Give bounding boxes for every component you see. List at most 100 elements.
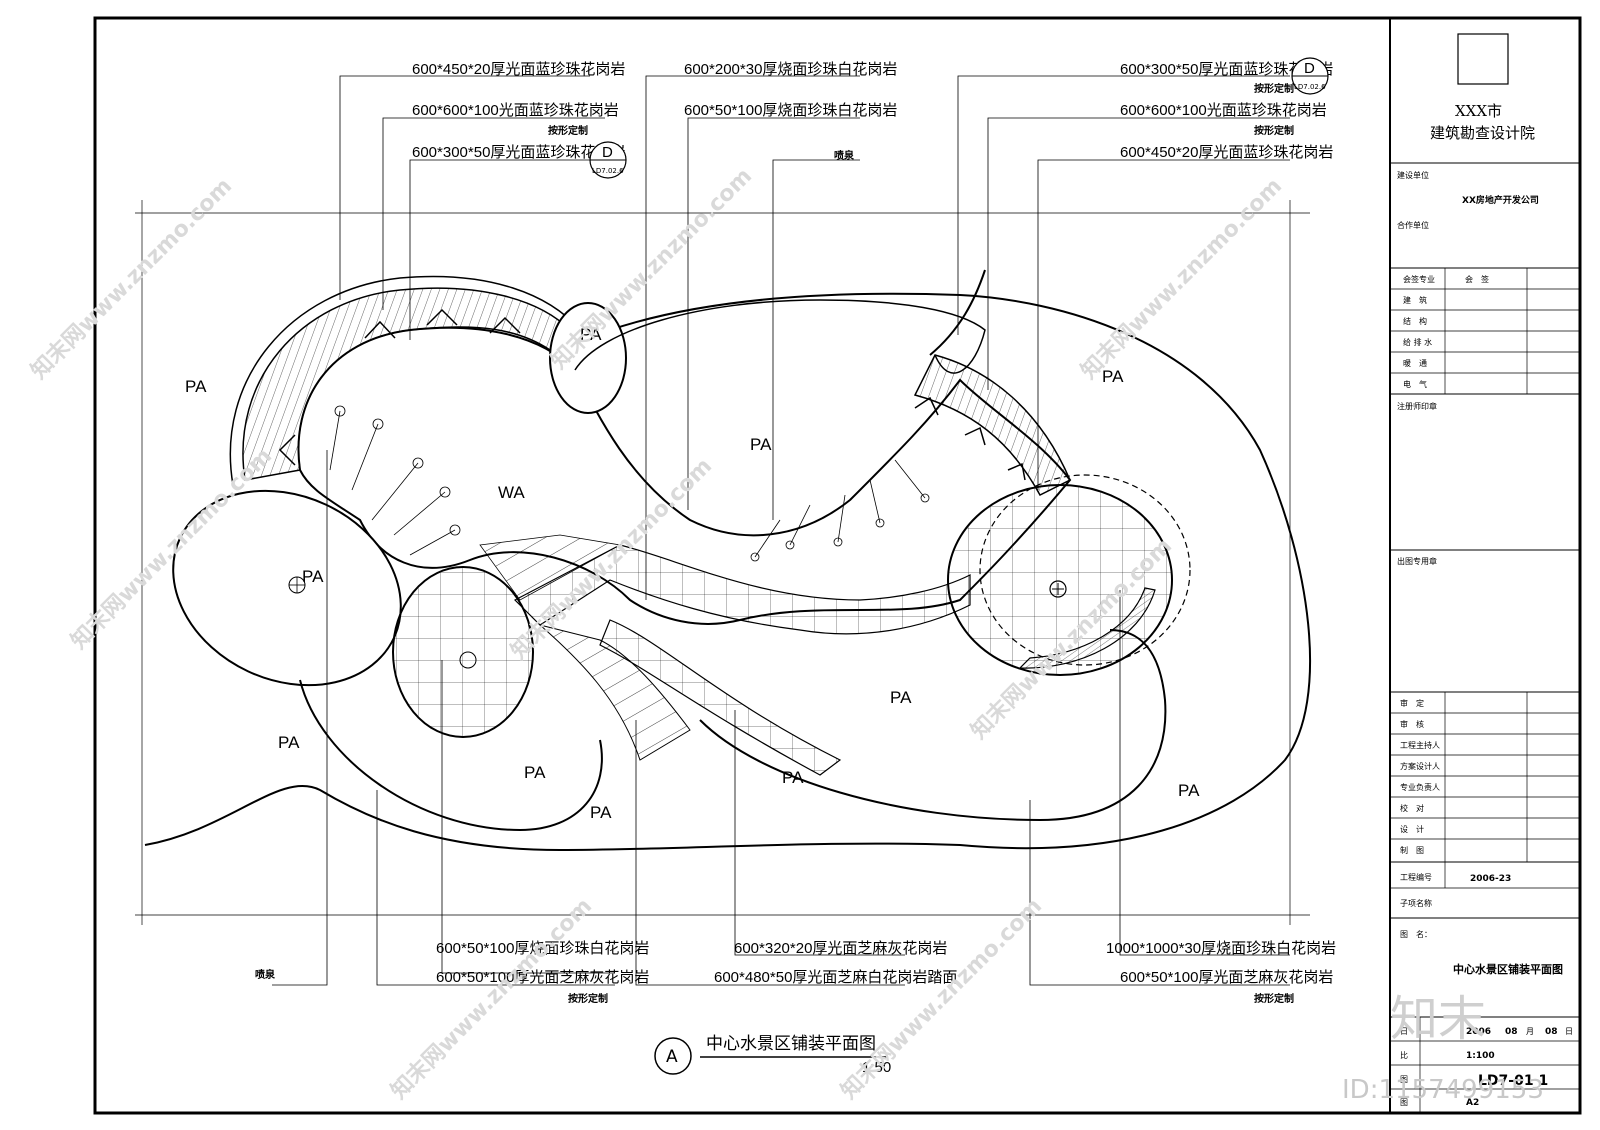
- scale-value: 1:100: [1466, 1051, 1495, 1061]
- outer-boundary: [144, 292, 1312, 852]
- svg-text:LD7.02.6: LD7.02.6: [592, 167, 624, 175]
- zone-label: PA: [1102, 367, 1124, 386]
- detail-tag-right: D LD7.02.6: [1291, 57, 1329, 95]
- role-row: 方案设计人: [1400, 761, 1440, 771]
- client-value: XX房地产开发公司: [1462, 194, 1539, 206]
- client-label: 建设单位: [1397, 170, 1429, 180]
- note-br-1: 1000*1000*30厚烧面珍珠白花岗岩: [1106, 940, 1336, 957]
- note-tr-2: 按形定制: [1254, 82, 1294, 95]
- sub-item-label: 子项名称: [1400, 898, 1432, 908]
- drawing-name-label: 图 名：: [1400, 929, 1432, 939]
- title-block: [1389, 18, 1580, 1113]
- leader-lines: [272, 75, 1290, 986]
- drawing-name-value: 中心水景区铺装平面图: [1453, 962, 1563, 976]
- note-br-3: 按形定制: [1254, 992, 1294, 1005]
- note-tc-2: 600*50*100厚烧面珍珠白花岗岩: [684, 102, 897, 119]
- zone-label: PA: [590, 803, 612, 822]
- fountain-jets: [329, 405, 930, 562]
- note-tr-1: 600*300*50厚光面蓝珍珠花岗岩: [1120, 61, 1333, 78]
- zone-label: PA: [782, 768, 804, 787]
- date-year: 2006: [1466, 1027, 1491, 1037]
- plan-title-name: 中心水景区铺装平面图: [706, 1034, 876, 1054]
- role-row: 制 图: [1400, 845, 1424, 855]
- project-no-value: 2006-23: [1470, 874, 1511, 884]
- date-day: 08: [1545, 1027, 1558, 1037]
- left-plaza: [172, 489, 402, 687]
- role-row: 校 对: [1400, 803, 1424, 813]
- svg-text:知末网www.znzmo.com: 知末网www.znzmo.com: [386, 893, 597, 1104]
- sheet-border: [93, 16, 1582, 1115]
- small-top-plaza: [549, 302, 627, 414]
- discipline-row: 暖 通: [1403, 358, 1427, 368]
- note-bl-4: 喷泉: [255, 968, 276, 981]
- svg-text:ID:1157499153: ID:1157499153: [1342, 1075, 1544, 1105]
- zone-label: PA: [890, 688, 912, 707]
- zone-label: PA: [750, 435, 772, 454]
- role-row: 审 定: [1400, 698, 1424, 708]
- sign-header: 会签专业: [1403, 274, 1435, 284]
- note-bc-1: 600*320*20厚光面芝麻灰花岗岩: [734, 940, 947, 957]
- plan-title: A 中心水景区铺装平面图 1:50: [654, 1034, 891, 1076]
- note-tc-3: 喷泉: [834, 149, 855, 162]
- note-tr-3: 600*600*100光面蓝珍珠花岗岩: [1120, 102, 1327, 119]
- note-tl-1: 600*450*20厚光面蓝珍珠花岗岩: [412, 61, 625, 78]
- note-tc-1: 600*200*30厚烧面珍珠白花岗岩: [684, 61, 897, 78]
- date-month-unit: 月: [1526, 1027, 1534, 1036]
- sign-header: 会 签: [1465, 274, 1489, 284]
- note-bl-3: 按形定制: [568, 992, 608, 1005]
- plan-drawing: [135, 200, 1312, 925]
- zone-label: PA: [302, 567, 324, 586]
- sheet-value: LD7-01 1: [1478, 1073, 1548, 1089]
- zone-label: PA: [185, 377, 207, 396]
- org-name-2: 建筑勘查设计院: [1430, 124, 1535, 142]
- zone-label: PA: [524, 763, 546, 782]
- note-bl-2: 600*50*100厚光面芝麻灰花岗岩: [436, 969, 649, 986]
- svg-text:LD7.02.6: LD7.02.6: [1294, 83, 1326, 91]
- size-label: 图: [1400, 1098, 1408, 1107]
- svg-text:知末网www.znzmo.com: 知末网www.znzmo.com: [1076, 173, 1287, 384]
- size-value: A2: [1466, 1098, 1479, 1108]
- svg-text:知末网www.znzmo.com: 知末网www.znzmo.com: [546, 163, 757, 374]
- zone-label: PA: [580, 325, 602, 344]
- note-br-2: 600*50*100厚光面芝麻灰花岗岩: [1120, 969, 1333, 986]
- note-tl-3: 按形定制: [548, 124, 588, 137]
- left-grid-circle: [392, 566, 534, 738]
- date-label: 日: [1400, 1027, 1408, 1036]
- svg-text:D: D: [602, 144, 613, 161]
- role-row: 审 核: [1400, 719, 1424, 729]
- stairs: [539, 624, 691, 761]
- note-tl-2: 600*600*100光面蓝珍珠花岗岩: [412, 102, 619, 119]
- arc-walkway-left: [242, 287, 572, 481]
- discipline-row: 给 排 水: [1403, 337, 1432, 347]
- svg-text:知末: 知末: [1390, 991, 1486, 1047]
- note-tr-5: 600*450*20厚光面蓝珍珠花岗岩: [1120, 144, 1333, 161]
- note-tr-4: 按形定制: [1254, 124, 1294, 137]
- org-name-1: XXX市: [1455, 102, 1502, 120]
- scale-label: 比: [1400, 1050, 1408, 1060]
- discipline-row: 建 筑: [1403, 295, 1427, 305]
- direction-chevrons: [278, 308, 1026, 481]
- plan-title-scale: 1:50: [862, 1059, 891, 1076]
- role-row: 工程主持人: [1400, 740, 1440, 750]
- project-no-label: 工程编号: [1400, 872, 1432, 882]
- detail-tag-left: D LD7.02.6: [589, 141, 627, 179]
- right-lower-plaza: [699, 629, 1167, 822]
- discipline-row: 电 气: [1403, 379, 1427, 389]
- svg-text:知末网www.znzmo.com: 知末网www.znzmo.com: [836, 893, 1047, 1104]
- sheet-label: 图: [1400, 1075, 1408, 1084]
- svg-text:知末网www.znzmo.com: 知末网www.znzmo.com: [26, 173, 237, 384]
- note-tl-4: 600*300*50厚光面蓝珍珠花岗岩: [412, 144, 625, 161]
- role-row: 设 计: [1400, 824, 1424, 834]
- arc-walkway-right: [913, 354, 1071, 496]
- svg-text:D: D: [1304, 60, 1315, 77]
- note-bc-2: 600*480*50厚光面芝麻白花岗岩踏面: [714, 969, 957, 986]
- svg-text:A: A: [666, 1047, 678, 1067]
- date-month: 08: [1505, 1027, 1518, 1037]
- role-row: 专业负责人: [1400, 782, 1440, 792]
- note-bl-1: 600*50*100厚烧面珍珠白花岗岩: [436, 940, 649, 957]
- zone-label: WA: [498, 483, 525, 502]
- partner-label: 合作单位: [1397, 220, 1429, 230]
- zone-label: PA: [1178, 781, 1200, 800]
- stamp-label: 出图专用章: [1397, 556, 1437, 566]
